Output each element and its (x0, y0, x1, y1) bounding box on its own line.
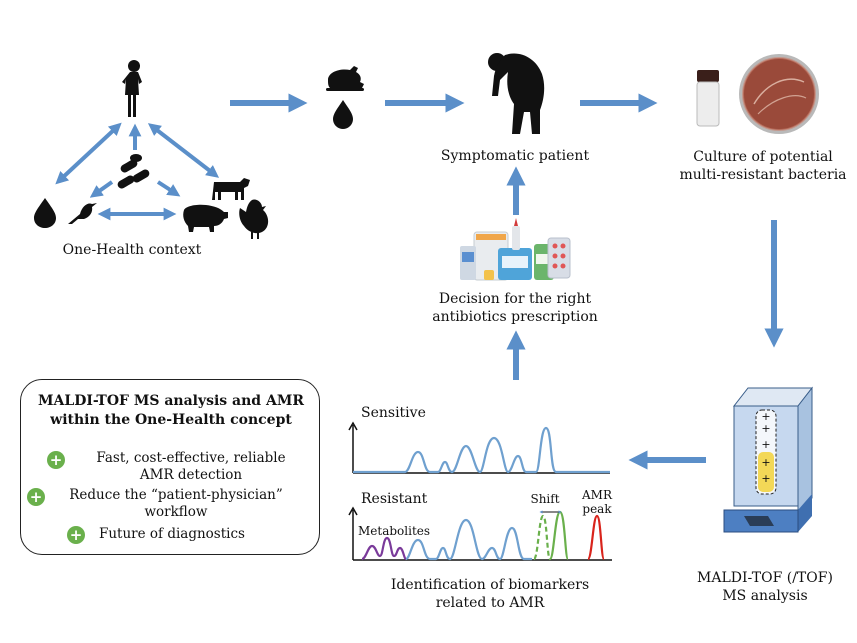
svg-text:+: + (761, 422, 770, 435)
sensitive-spectrum-trace (353, 426, 610, 474)
roast-chicken-icon (326, 66, 364, 91)
bullet-1-line2: AMR detection (139, 467, 243, 483)
culture-label-line2: multi-resistant bacteria (679, 167, 847, 183)
bullet-2-line1: Reduce the “patient-physician” (69, 487, 283, 503)
chicken-icon (239, 199, 269, 239)
maldi-instrument-icon: + + + + + (723, 386, 814, 533)
amr-peak-label-line1: AMR (582, 488, 612, 502)
svg-text:+: + (761, 456, 770, 469)
medicines-icon (460, 218, 571, 281)
blood-drop-icon (333, 100, 353, 129)
flow-arrows (230, 93, 784, 470)
svg-text:+: + (761, 472, 770, 485)
amr-peak-label-line2: peak (582, 502, 612, 516)
sensitive-label: Sensitive (361, 405, 426, 421)
shift-peak (548, 510, 570, 561)
resistant-label: Resistant (361, 491, 428, 507)
biomarkers-label-line1: Identification of biomarkers (390, 577, 590, 593)
resistant-spectrum-trace (405, 518, 532, 561)
bird-icon (68, 203, 97, 224)
plus-icon: + (27, 488, 45, 506)
svg-text:+: + (761, 410, 770, 423)
maldi-label-line2: MS analysis (722, 588, 808, 604)
blood-drop-icon (34, 198, 56, 228)
one-health-label: One-Health context (62, 242, 202, 258)
one-health-arrows (55, 122, 220, 221)
bullet-1-line1: Fast, cost-effective, reliable (96, 450, 286, 466)
woman-icon (122, 60, 142, 117)
svg-text:+: + (761, 438, 770, 451)
summary-title-line2: within the One-Health concept (50, 412, 292, 428)
shift-dashed-peak (532, 514, 552, 561)
plus-icon: + (47, 451, 65, 469)
plus-icon: + (67, 526, 85, 544)
biomarkers-label-line2: related to AMR (435, 595, 545, 611)
amr-peak (586, 514, 606, 561)
cow-icon (212, 178, 250, 200)
bullet-2-line2: workflow (144, 504, 208, 520)
pig-icon (183, 204, 228, 232)
sensitive-spectrum-axes (348, 421, 610, 474)
symptomatic-label: Symptomatic patient (440, 148, 590, 164)
sick-person-icon (488, 53, 545, 134)
decision-label-line2: antibiotics prescription (432, 309, 598, 325)
pills-icon (117, 154, 150, 189)
metabolites-trace (361, 536, 407, 561)
maldi-label-line1: MALDI-TOF (/TOF) (697, 570, 833, 586)
summary-title-line1: MALDI-TOF MS analysis and AMR (38, 393, 304, 409)
bullet-3-line1: Future of diagnostics (99, 526, 245, 542)
decision-label-line1: Decision for the right (438, 291, 592, 307)
shift-label: Shift (530, 492, 560, 506)
metabolites-label: Metabolites (358, 524, 431, 538)
summary-box: MALDI-TOF MS analysis and AMR within the… (20, 379, 320, 555)
culture-label-line1: Culture of potential (693, 149, 833, 165)
tube-icon (696, 70, 720, 127)
petri-dish-icon (739, 54, 819, 134)
